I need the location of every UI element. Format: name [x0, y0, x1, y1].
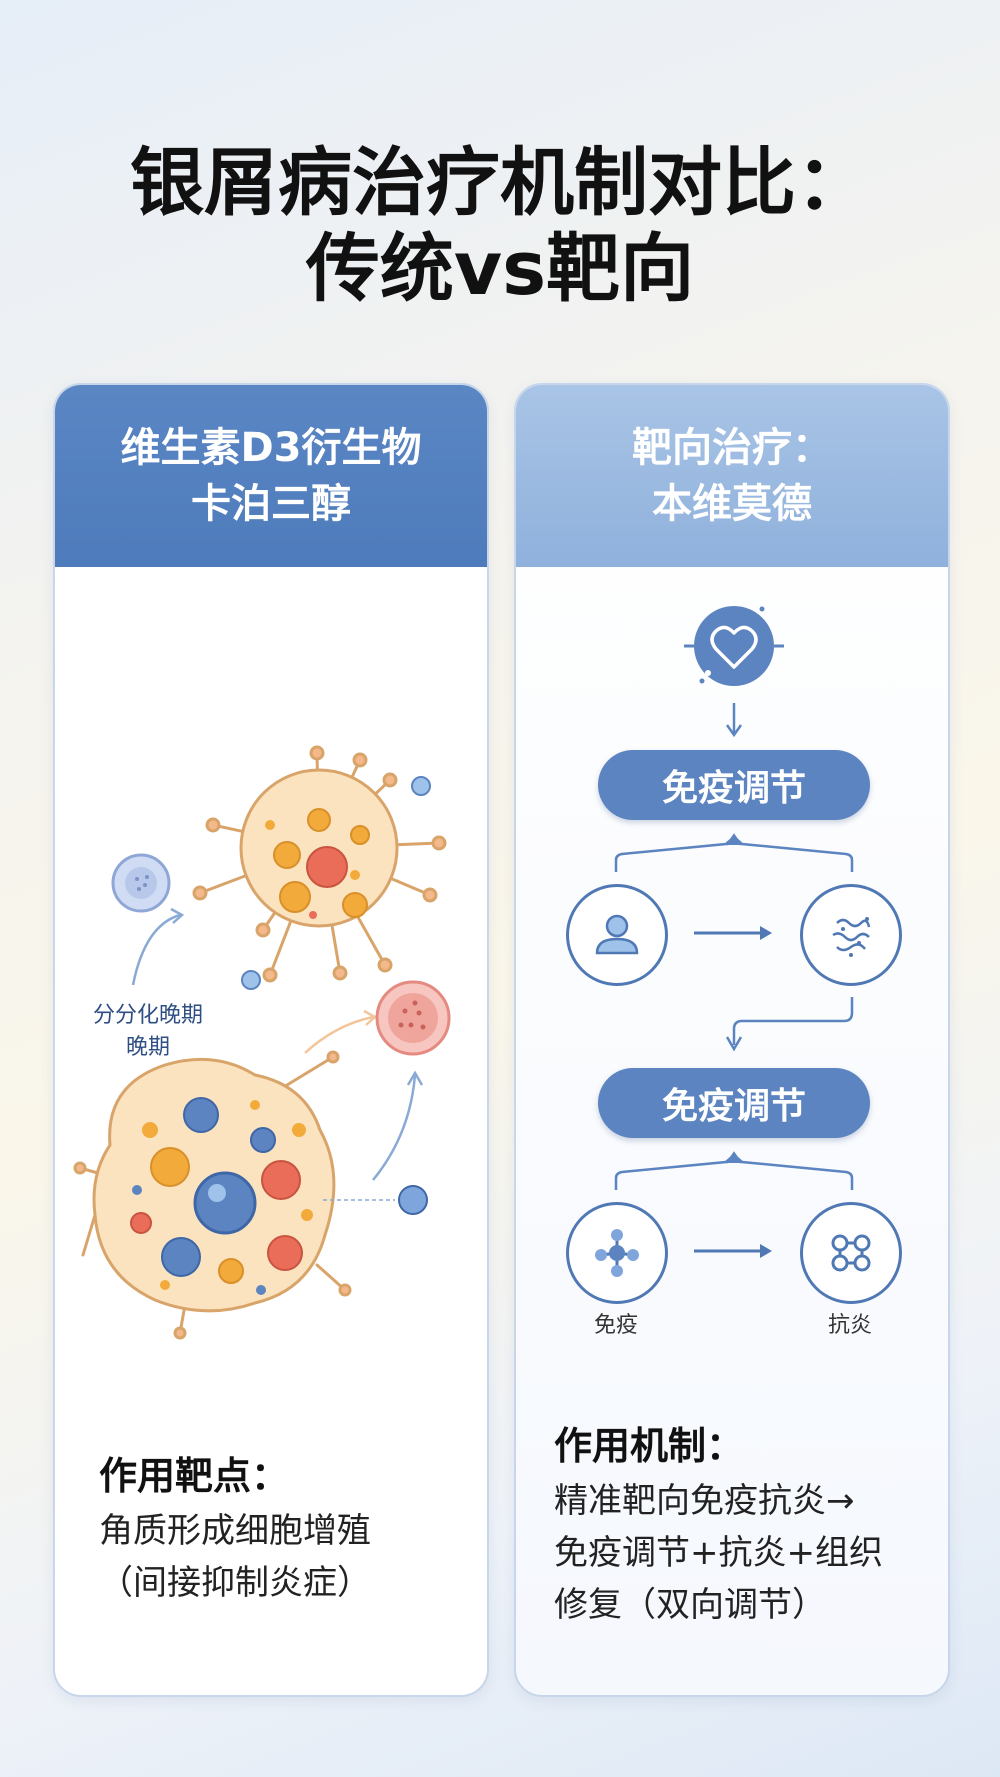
left-panel-header: 维生素D3衍生物 卡泊三醇 — [55, 385, 487, 567]
left-body-line-2: （间接抑制炎症） — [99, 1563, 371, 1603]
immune-regulation-pill-top: 免疫调节 — [598, 750, 870, 820]
left-section-body: 角质形成细胞增殖 （间接抑制炎症） — [99, 1505, 371, 1609]
inflamed-cell — [375, 980, 451, 1056]
left-section-heading: 作用靶点： — [99, 1454, 290, 1498]
right-header-line-1: 靶向治疗： — [632, 425, 832, 471]
curved-arrow-2 — [304, 1015, 374, 1054]
illustration-label-line-1: 分分化晚期 — [92, 1003, 203, 1028]
left-header-line-1: 维生素D3衍生物 — [120, 425, 422, 471]
left-header-line-2: 卡泊三醇 — [191, 481, 351, 527]
right-header-line-2: 本维莫德 — [652, 481, 812, 527]
right-panel-header: 靶向治疗： 本维莫德 — [516, 385, 948, 567]
person-icon — [595, 914, 639, 955]
right-section-heading: 作用机制： — [554, 1424, 745, 1468]
targeted-treatment-panel: 靶向治疗： 本维莫德 免疫调节 — [514, 383, 950, 1697]
caption-anti-inflammatory: 抗炎 — [827, 1313, 872, 1338]
inflamed-cell-icon — [832, 917, 871, 957]
row2-left-circle — [566, 1202, 668, 1304]
immune-regulation-pill-bottom: 免疫调节 — [598, 1068, 870, 1138]
right-body-line-3: 修复（双向调节） — [554, 1585, 826, 1625]
mechanism-flowchart-lines — [614, 606, 854, 1258]
molecule-icon — [595, 1229, 639, 1277]
page-title: 银屑病治疗机制对比： 传统vs靶向 — [0, 140, 1000, 312]
keratinocyte-illustration — [73, 745, 451, 1340]
left-body-line-1: 角质形成细胞增殖 — [99, 1511, 371, 1551]
right-section-body: 精准靶向免疫抗炎→ 免疫调节+抗炎+组织 修复（双向调节） — [554, 1475, 883, 1631]
caption-immune: 免疫 — [593, 1313, 638, 1338]
title-line-1: 银屑病治疗机制对比： — [130, 140, 870, 226]
illustration-label-line-2: 晚期 — [125, 1035, 170, 1060]
row1-left-circle — [566, 884, 668, 986]
curved-arrow-1 — [131, 913, 181, 986]
right-body-line-1: 精准靶向免疫抗炎→ — [554, 1481, 855, 1521]
title-line-2: 传统vs靶向 — [305, 226, 695, 312]
row1-right-circle — [800, 884, 902, 986]
keratinocyte-cell — [73, 1050, 352, 1340]
differentiating-cell — [192, 745, 447, 983]
traditional-treatment-panel: 维生素D3衍生物 卡泊三醇 — [53, 383, 489, 1697]
heart-target-icon — [684, 606, 784, 686]
small-cell-icon — [111, 853, 171, 913]
right-body-line-2: 免疫调节+抗炎+组织 — [554, 1533, 883, 1573]
cell-network-icon — [831, 1234, 871, 1272]
illustration-label: 分分化晚期 晚期 — [83, 997, 213, 1061]
curved-arrow-3 — [372, 1074, 417, 1181]
row2-right-circle — [800, 1202, 902, 1304]
